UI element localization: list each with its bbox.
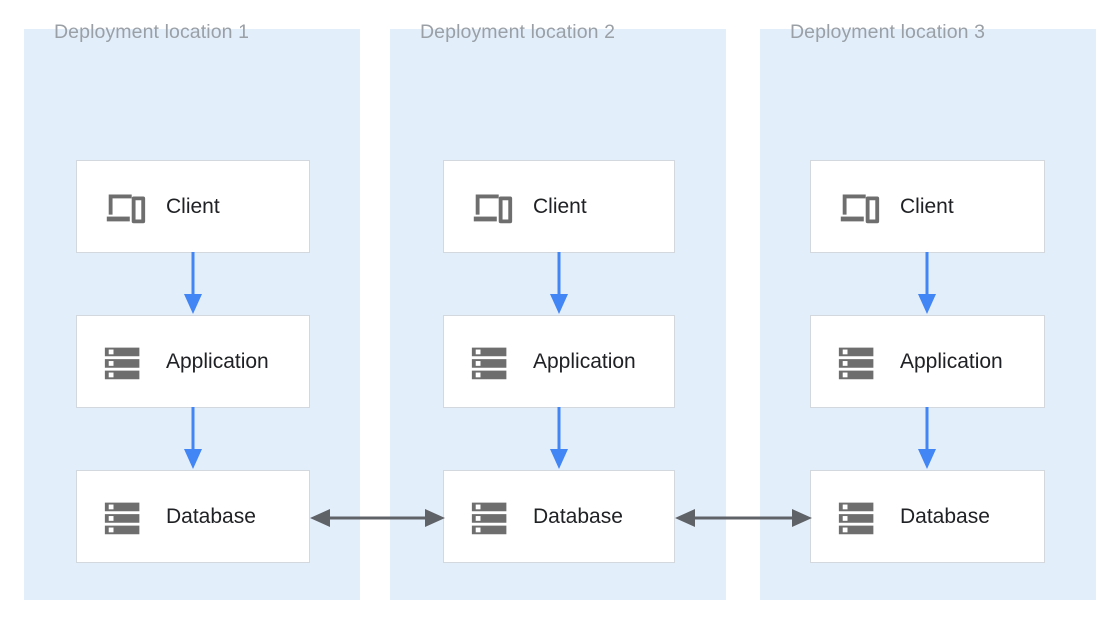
node-label: Application bbox=[166, 349, 269, 373]
node-label: Database bbox=[166, 504, 256, 528]
arrow-database-1-to-database-2 bbox=[310, 509, 445, 527]
node-application-3[interactable]: Application bbox=[810, 315, 1045, 408]
panel-title-2: Deployment location 2 bbox=[420, 21, 616, 43]
arrow-client-to-application-3 bbox=[918, 252, 936, 314]
server-icon bbox=[838, 502, 874, 534]
node-label: Application bbox=[533, 349, 636, 373]
devices-icon bbox=[473, 194, 513, 223]
arrow-application-to-database-2 bbox=[550, 407, 568, 469]
server-icon bbox=[838, 347, 874, 379]
node-label: Client bbox=[533, 194, 587, 218]
node-label: Application bbox=[900, 349, 1003, 373]
node-database-3[interactable]: Database bbox=[810, 470, 1045, 563]
server-icon bbox=[104, 502, 140, 534]
node-label: Client bbox=[900, 194, 954, 218]
arrow-client-to-application-2 bbox=[550, 252, 568, 314]
arrow-client-to-application-1 bbox=[184, 252, 202, 314]
panel-title-1: Deployment location 1 bbox=[54, 21, 250, 43]
arrow-application-to-database-3 bbox=[918, 407, 936, 469]
panel-title-3: Deployment location 3 bbox=[790, 21, 986, 43]
node-label: Database bbox=[900, 504, 990, 528]
server-icon bbox=[471, 502, 507, 534]
node-client-1[interactable]: Client bbox=[76, 160, 310, 253]
server-icon bbox=[471, 347, 507, 379]
node-label: Database bbox=[533, 504, 623, 528]
node-client-2[interactable]: Client bbox=[443, 160, 675, 253]
devices-icon bbox=[106, 194, 146, 223]
node-label: Client bbox=[166, 194, 220, 218]
node-application-2[interactable]: Application bbox=[443, 315, 675, 408]
devices-icon bbox=[840, 194, 880, 223]
node-application-1[interactable]: Application bbox=[76, 315, 310, 408]
arrow-database-2-to-database-3 bbox=[675, 509, 812, 527]
node-database-1[interactable]: Database bbox=[76, 470, 310, 563]
arrow-application-to-database-1 bbox=[184, 407, 202, 469]
server-icon bbox=[104, 347, 140, 379]
node-client-3[interactable]: Client bbox=[810, 160, 1045, 253]
node-database-2[interactable]: Database bbox=[443, 470, 675, 563]
